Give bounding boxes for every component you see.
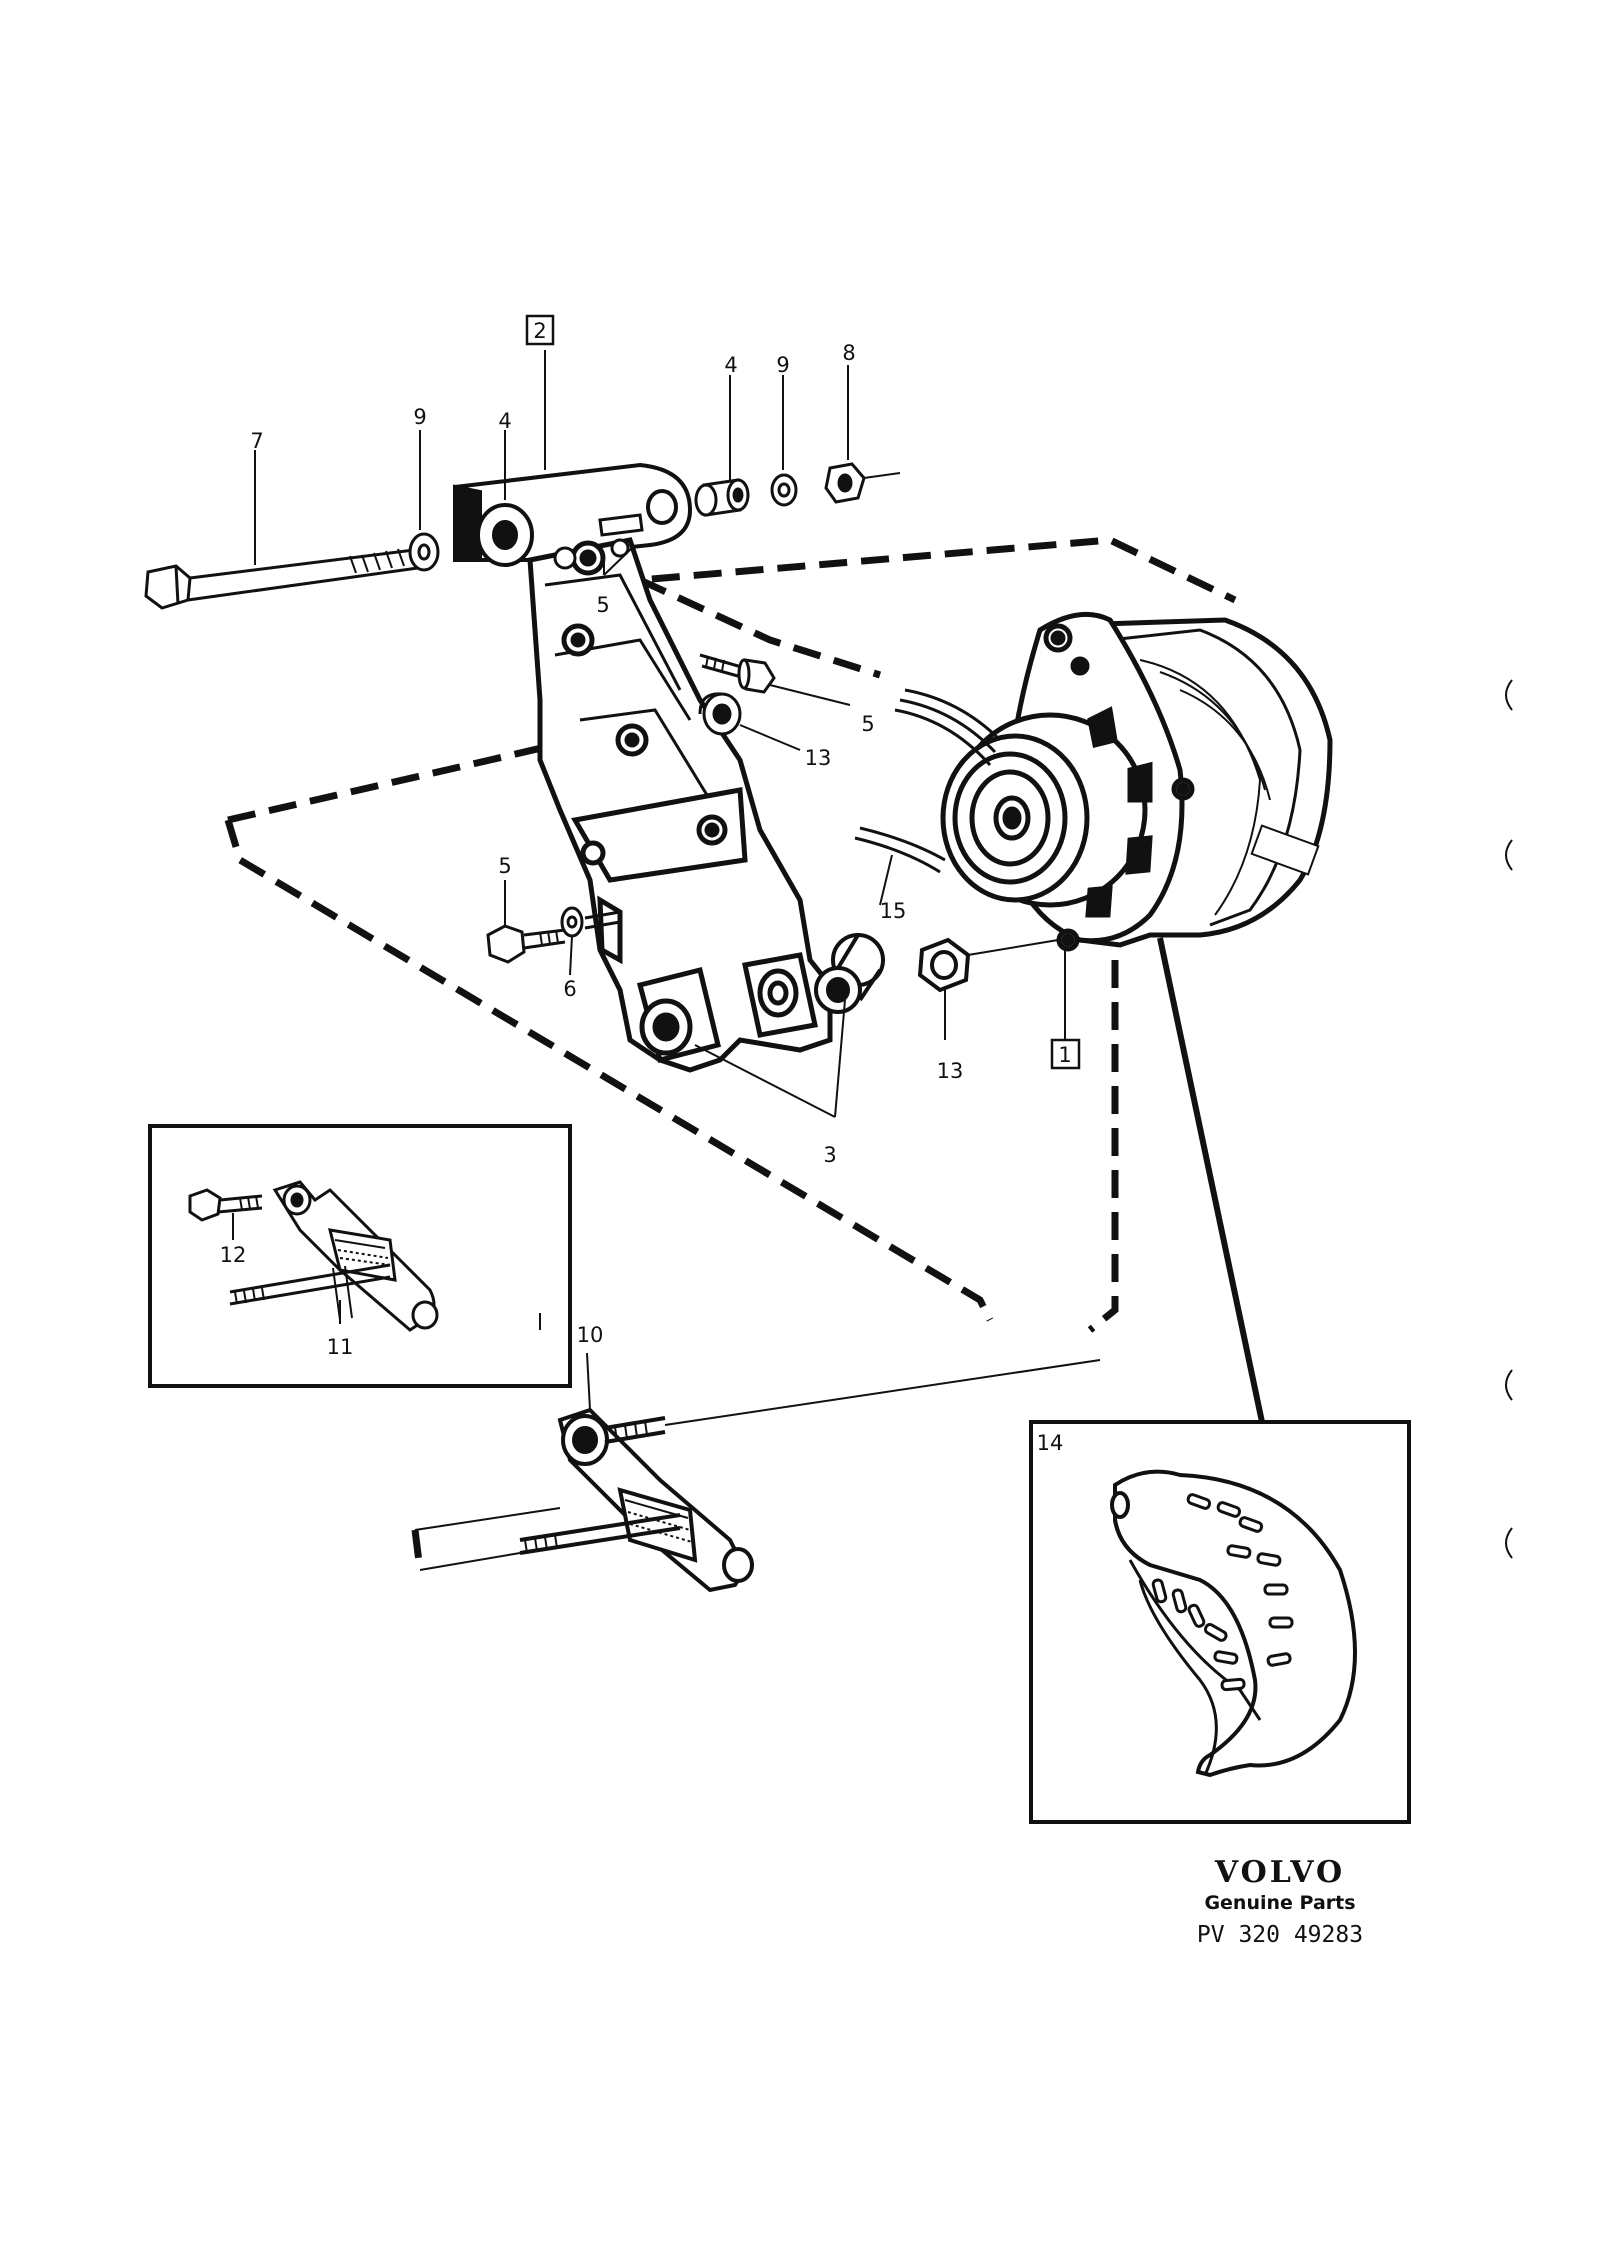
callout-13-middle: 13 — [805, 746, 832, 770]
callout-box-1 — [1050, 1038, 1081, 1070]
callout-4-right: 4 — [724, 353, 737, 377]
callout-13-lower: 13 — [937, 1059, 964, 1083]
inset-adjuster-box — [148, 1124, 572, 1388]
adjuster-bracket-10 — [414, 1359, 1101, 1593]
callout-5-middle: 5 — [861, 712, 874, 736]
part-code: PV 320 49283 — [1197, 1922, 1363, 1948]
brand-tagline: Genuine Parts — [1204, 1892, 1355, 1914]
washer-9-left — [408, 532, 440, 572]
bushing-13-middle — [698, 692, 742, 736]
callout-box-2 — [525, 314, 555, 346]
callout-4-left: 4 — [498, 409, 511, 433]
callout-labels: 2 7 9 4 4 9 8 5 5 13 5 6 15 13 1 3 12 11… — [220, 314, 1081, 1455]
bolt-5-lower-stud — [584, 910, 621, 930]
callout-3: 3 — [823, 1143, 836, 1167]
inset-heat-shield-box — [1029, 1420, 1411, 1824]
brand-block: VOLVO Genuine Parts PV 320 49283 — [1197, 1855, 1363, 1948]
leader-lines — [232, 350, 1066, 1411]
callout-10: 10 — [577, 1323, 604, 1347]
callout-5-upper: 5 — [596, 593, 609, 617]
upper-bracket — [453, 462, 693, 567]
callout-9-right: 9 — [776, 353, 789, 377]
nut-13-lower — [917, 937, 1059, 993]
belt-15 — [854, 688, 1002, 874]
callout-8: 8 — [842, 341, 855, 365]
alternator — [940, 611, 1333, 952]
washer-9-right — [770, 473, 798, 507]
spacer-4-right — [694, 478, 750, 517]
bolt-5-lower — [486, 924, 566, 964]
bolt-7 — [144, 546, 433, 610]
callout-7: 7 — [250, 429, 263, 453]
bushing-3-right — [814, 933, 885, 1014]
nut-8 — [824, 462, 901, 504]
washer-6 — [560, 906, 584, 938]
callout-9-left: 9 — [413, 405, 426, 429]
margin-marks — [1505, 679, 1513, 1559]
callout-5-lower: 5 — [498, 854, 511, 878]
callout-15: 15 — [880, 899, 907, 923]
callout-11: 11 — [327, 1335, 354, 1359]
callout-6: 6 — [563, 977, 576, 1001]
main-bracket — [527, 537, 833, 1073]
callout-2: 2 — [533, 319, 546, 343]
callout-12: 12 — [220, 1243, 247, 1267]
leader-to-inset-14 — [1157, 937, 1265, 1423]
callout-1: 1 — [1058, 1043, 1071, 1067]
bolt-5-middle — [699, 653, 776, 694]
bolt-5-upper — [553, 538, 630, 570]
brand-logo: VOLVO — [1214, 1855, 1345, 1890]
callout-14: 14 — [1037, 1431, 1064, 1455]
